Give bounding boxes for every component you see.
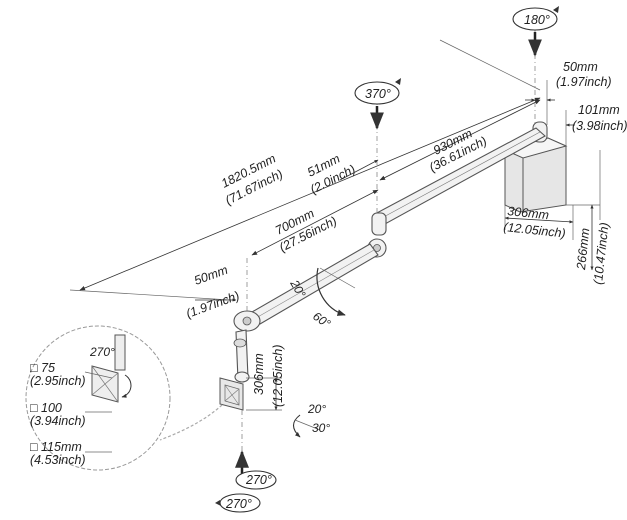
elbow-joint bbox=[233, 310, 261, 332]
vesa-115-label: □ 115mm bbox=[30, 440, 82, 454]
dim-306mm-base: 306mm bbox=[507, 204, 550, 222]
dim-266mm-inch: (10.47inch) bbox=[591, 222, 611, 286]
rotation-270-bottom: 270° 270° bbox=[215, 450, 277, 513]
dim-266mm: 266mm bbox=[574, 227, 592, 271]
rotation-270-detail-label: 270° bbox=[89, 345, 115, 359]
rotation-370-label: 370° bbox=[365, 87, 391, 101]
dim-50mm-top-inch: (1.97inch) bbox=[556, 75, 612, 89]
dim-306mm-vertical-inch: (12.05inch) bbox=[271, 344, 285, 407]
vesa-100-label: □ 100 bbox=[30, 401, 62, 415]
angle-60-arm: 60° bbox=[310, 309, 333, 331]
vesa-75-label: □ 75 bbox=[30, 361, 55, 375]
drop-arm bbox=[233, 329, 250, 383]
vesa-75-inch: (2.95inch) bbox=[30, 374, 86, 388]
dim-306mm-vertical: 306mm bbox=[252, 353, 266, 395]
angle-30-tilt: 30° bbox=[312, 421, 330, 435]
rotation-180: 180° bbox=[512, 6, 559, 57]
vesa-plate bbox=[219, 377, 244, 411]
dimension-labels: 50mm (1.97inch) 101mm (3.98inch) 930mm (… bbox=[184, 60, 627, 407]
dimension-lines bbox=[79, 97, 594, 411]
dim-101mm-inch: (3.98inch) bbox=[572, 119, 627, 133]
rotation-180-label: 180° bbox=[524, 13, 550, 27]
rotation-270-bottom-bottom-label: 270° bbox=[225, 497, 252, 511]
vesa-115-inch: (4.53inch) bbox=[30, 453, 86, 467]
angle-20-tilt: 20° bbox=[307, 402, 326, 416]
dim-306mm-base-inch: (12.05inch) bbox=[503, 220, 567, 240]
rotation-270-bottom-top-label: 270° bbox=[245, 473, 272, 487]
tilt-angle: 20° 30° bbox=[292, 402, 330, 438]
dim-101mm: 101mm bbox=[578, 103, 620, 117]
rotation-370: 370° bbox=[354, 78, 401, 130]
dim-50mm-left-inch: (1.97inch) bbox=[184, 289, 241, 321]
vesa-100-inch: (3.94inch) bbox=[30, 414, 86, 428]
vesa-detail-callout: 270° □ 75 (2.95inch) □ 100 (3.94inch) □ … bbox=[25, 325, 223, 471]
dim-50mm-top: 50mm bbox=[563, 60, 598, 74]
dim-50mm-left: 50mm bbox=[192, 263, 229, 288]
detail-post bbox=[114, 334, 126, 371]
